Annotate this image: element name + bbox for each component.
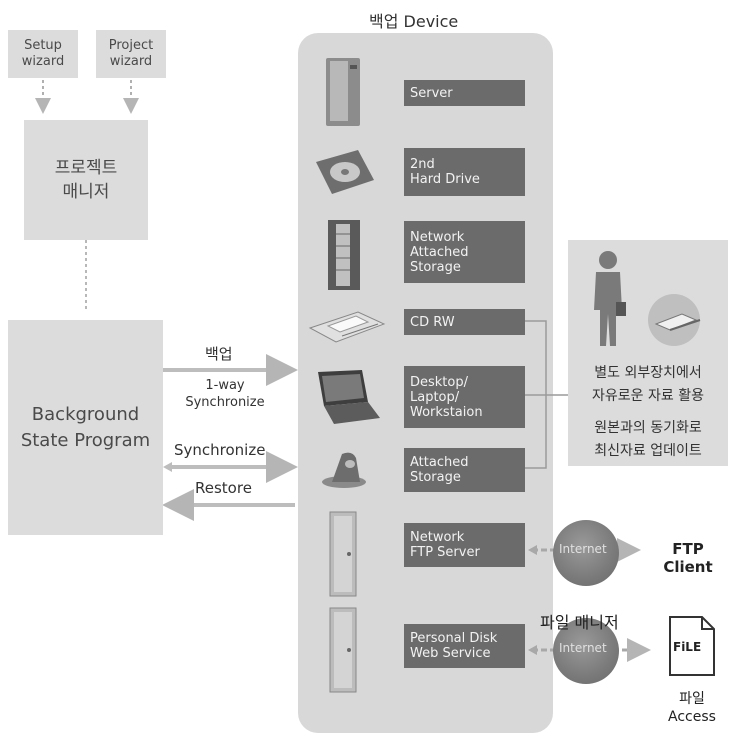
device-label-nas: Network Attached Storage [404, 221, 525, 283]
device-label-cd-rw: CD RW [404, 309, 525, 335]
project-wizard-box: Project wizard [96, 30, 166, 78]
file-access-label: 파일 Access [668, 691, 716, 725]
device-label-desktop: Desktop/ Laptop/ Workstaion [404, 366, 525, 428]
ftp-client-label: FTP Client [663, 540, 713, 576]
file-icon-text: FiLE [673, 640, 702, 654]
device-label-ftp-server: Network FTP Server [404, 523, 525, 567]
external-line4: 최신자료 업데이트 [594, 443, 702, 459]
cd-rw-icon [308, 311, 386, 343]
file-internet-globe [553, 618, 619, 684]
attached-storage-icon [322, 452, 366, 488]
cd-magnifier-icon [648, 294, 701, 346]
project-manager-box: 프로젝트 매니저 [24, 120, 148, 240]
one-way-label: 1-way Synchronize [185, 378, 265, 410]
restore-label: Restore [195, 479, 252, 497]
ftp-internet-globe [553, 520, 619, 586]
panel-title: 백업 Device [369, 12, 459, 31]
ftp-internet-label: Internet [559, 542, 607, 556]
device-label-hard-drive: 2nd Hard Drive [404, 148, 525, 196]
external-line2: 자유로운 자료 활용 [592, 388, 704, 404]
file-internet-label: Internet [559, 641, 607, 655]
server-icon [326, 58, 360, 126]
setup-wizard-box: Setup wizard [8, 30, 78, 78]
nas-icon [328, 220, 360, 290]
external-line3: 원본과의 동기화로 [594, 420, 702, 436]
external-line1: 별도 외부장치에서 [594, 365, 702, 381]
laptop-icon [318, 370, 380, 424]
backup-label: 백업 [205, 345, 233, 363]
device-label-web-service: Personal Disk Web Service [404, 624, 525, 668]
ftp-server-icon [329, 511, 357, 597]
device-label-attached: Attached Storage [404, 448, 525, 492]
synchronize-label: Synchronize [174, 441, 266, 459]
file-icon [669, 616, 715, 676]
person-icon [594, 251, 626, 346]
file-manager-label: 파일 매니저 [540, 613, 619, 632]
hard-drive-icon [316, 150, 374, 194]
web-service-icon [329, 607, 357, 693]
device-label-server: Server [404, 80, 525, 106]
external-use-panel [568, 240, 728, 466]
background-program-box: Background State Program [8, 320, 163, 535]
